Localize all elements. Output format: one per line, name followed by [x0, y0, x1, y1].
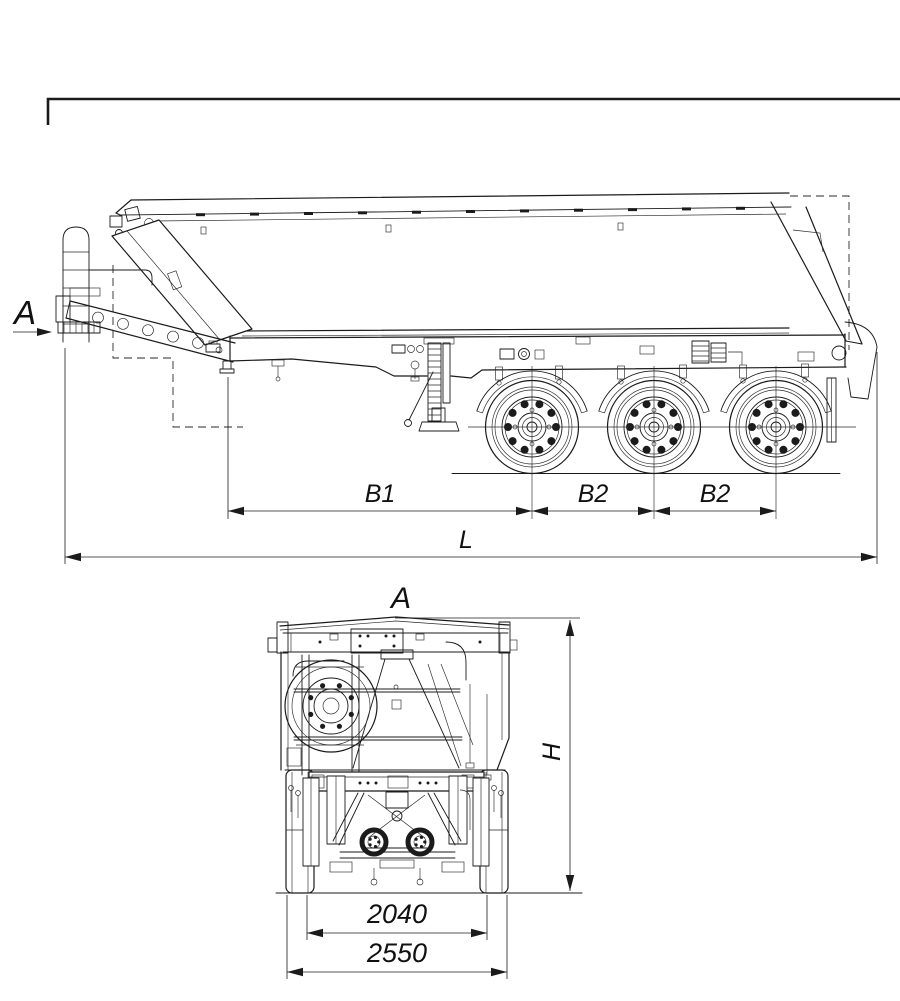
tipper-body-side	[109, 192, 792, 337]
front-ladder	[55, 226, 153, 343]
front-view-body	[267, 616, 518, 781]
axle-centerlines-vertical	[531, 366, 777, 519]
marker-lamp-right	[509, 639, 518, 651]
view-arrow-label: A	[12, 294, 36, 331]
front-view-a: A	[267, 582, 583, 979]
front-view-suspension	[288, 771, 504, 886]
rear-tipped-dashed-outline	[790, 195, 850, 350]
dim-height: H	[538, 620, 575, 891]
bellow-right	[408, 830, 432, 854]
width-extension-lines	[286, 895, 508, 979]
dim-2550-label: 2550	[366, 938, 427, 968]
dim-b1: B1	[228, 480, 532, 516]
handrail-right	[445, 641, 467, 681]
dim-track-width: 2040	[307, 899, 487, 938]
dim-b2-second: B2	[654, 480, 776, 516]
handrail-left	[292, 660, 345, 677]
front-wall-hoist	[111, 219, 253, 346]
dim-overall-width: 2550	[287, 938, 507, 977]
cross-rails	[293, 688, 463, 741]
dim-overall-length: L	[65, 526, 877, 562]
front-view-dimensions: H 2040 2550	[286, 617, 580, 979]
dim-b2-second-label: B2	[700, 480, 731, 508]
rear-wall	[770, 201, 878, 443]
dim-l-label: L	[459, 526, 473, 554]
spare-wheel	[284, 654, 378, 776]
hoist-housing	[352, 649, 460, 769]
marker-lamp-left	[267, 637, 278, 653]
chassis-frame	[205, 333, 847, 386]
dim-b2-first: B2	[532, 480, 654, 516]
brake-valve-units	[691, 340, 743, 365]
dim-h-label: H	[538, 742, 566, 761]
dim-b1-label: B1	[365, 480, 396, 508]
wheels-side	[468, 366, 856, 519]
front-view-label: A	[389, 582, 411, 615]
side-view-dimensions: B1 B2 B2 L	[64, 348, 878, 564]
lock-rods	[469, 684, 488, 775]
landing-gear	[404, 337, 460, 432]
sheet-frame-border	[46, 97, 900, 125]
air-hose	[459, 789, 471, 830]
dim-2040-label: 2040	[366, 899, 427, 929]
rear-braces	[427, 663, 474, 767]
spare-wheel-carrier	[296, 654, 364, 776]
side-view: A B1 B2 B2	[12, 192, 878, 564]
tarp-hooks	[196, 206, 745, 217]
view-direction-arrow: A	[12, 294, 52, 336]
dim-b2-first-label: B2	[578, 480, 609, 508]
kingpin	[219, 360, 235, 374]
